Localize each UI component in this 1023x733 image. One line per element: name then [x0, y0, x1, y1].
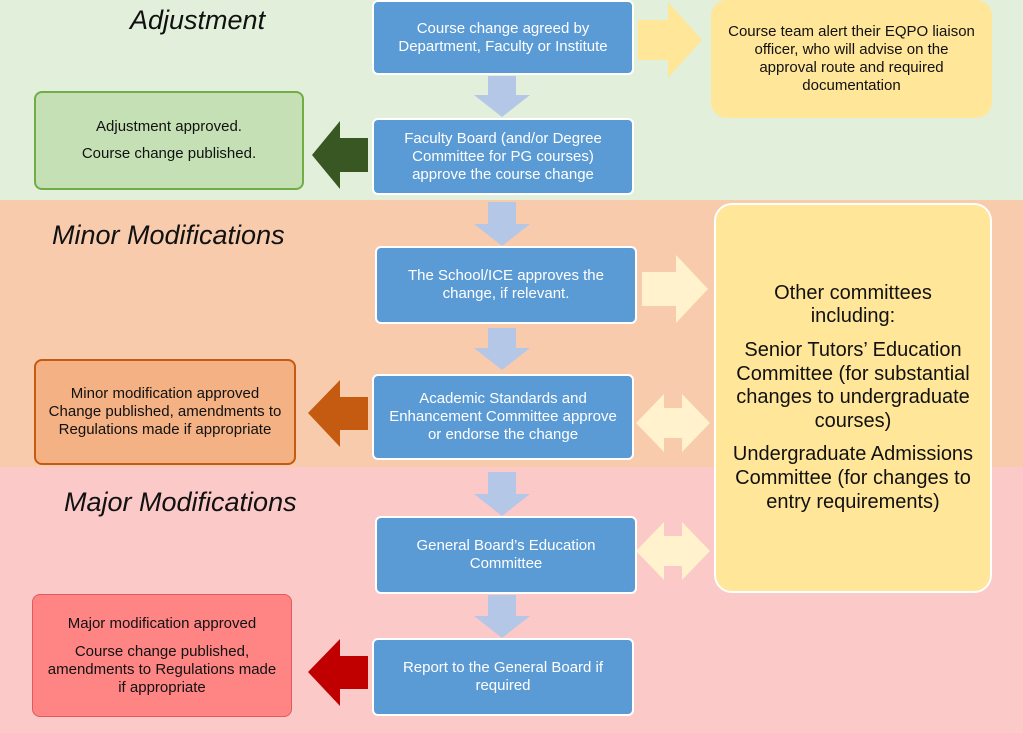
flow-step-gb-education: General Board’s Education Committee: [375, 516, 637, 594]
flow-step-asec: Academic Standards and Enhancement Commi…: [372, 374, 634, 460]
outcome-major: Major modification approved Course chang…: [32, 594, 292, 717]
committee-admissions: Undergraduate Admissions Committee (for …: [732, 443, 974, 513]
down-arrow: [474, 76, 530, 117]
flow-step-report-gb: Report to the General Board if required: [372, 638, 634, 716]
outcome-major-line-2: Course change published, amendments to R…: [47, 642, 277, 696]
down-arrow: [474, 595, 530, 638]
flow-step-school-ice: The School/ICE approves the change, if r…: [375, 246, 637, 324]
outcome-adjustment-line-2: Course change published.: [81, 144, 257, 162]
eqpo-alert-text: Course team alert their EQPO liaison off…: [728, 23, 975, 94]
outcome-minor: Minor modification approved Change publi…: [34, 359, 296, 465]
other-committees-box: Other committees including: Senior Tutor…: [714, 203, 992, 593]
flow-step-report-gb-text: Report to the General Board if required: [402, 659, 604, 694]
committee-senior-tutors: Senior Tutors’ Education Committee (for …: [736, 339, 970, 432]
left-arrow-adjustment: [312, 121, 368, 189]
right-arrow-alert: [638, 2, 702, 78]
flow-step-gb-education-text: General Board’s Education Committee: [416, 537, 596, 572]
flow-step-change-agreed-text: Course change agreed by Department, Facu…: [398, 19, 608, 55]
committees-intro: Other committees including:: [774, 281, 932, 328]
section-title-major: Major Modifications: [64, 487, 297, 517]
flow-step-faculty-board-text: Faculty Board (and/or Degree Committee f…: [404, 129, 602, 183]
left-arrow-major: [308, 639, 368, 706]
section-title-minor: Minor Modifications: [52, 220, 285, 250]
flow-step-school-ice-text: The School/ICE approves the change, if r…: [408, 267, 604, 302]
outcome-major-line-1: Major modification approved: [67, 614, 257, 632]
flow-step-faculty-board: Faculty Board (and/or Degree Committee f…: [372, 118, 634, 195]
down-arrow: [474, 202, 530, 246]
double-arrow-committees: [636, 394, 710, 452]
down-arrow: [474, 472, 530, 516]
flow-step-change-agreed: Course change agreed by Department, Facu…: [372, 0, 634, 75]
outcome-minor-line-2: Change published, amendments to Regulati…: [48, 403, 282, 438]
double-arrow-committees: [636, 522, 710, 580]
right-arrow-committees: [642, 255, 708, 323]
section-title-adjustment: Adjustment: [130, 5, 266, 35]
outcome-adjustment-line-1: Adjustment approved.: [96, 118, 242, 136]
outcome-minor-line-1: Minor modification approved: [70, 385, 260, 402]
down-arrow: [474, 328, 530, 370]
left-arrow-minor: [308, 380, 368, 447]
outcome-adjustment: Adjustment approved. Course change publi…: [34, 91, 304, 190]
eqpo-alert-note: Course team alert their EQPO liaison off…: [711, 0, 992, 118]
flow-step-asec-text: Academic Standards and Enhancement Commi…: [389, 390, 617, 443]
